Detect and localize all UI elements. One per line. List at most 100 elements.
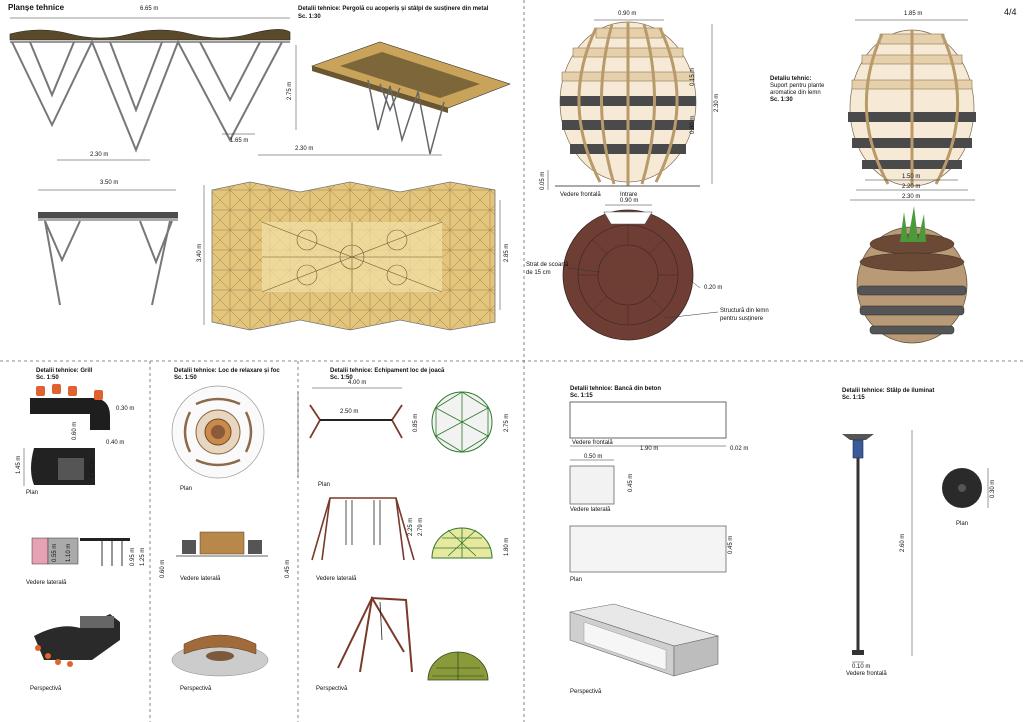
lamp-dim-base: 0.10 m bbox=[852, 664, 871, 670]
firepit-drawings bbox=[171, 385, 299, 677]
planter-dim-015: 0.15 m bbox=[690, 67, 696, 86]
pergola-roof-plan bbox=[203, 154, 501, 331]
play-dim-225: 2.25 m bbox=[408, 517, 414, 536]
bench-plan-label: Plan bbox=[570, 577, 583, 583]
playground-perspective bbox=[337, 595, 413, 673]
lamp-scale: Sc. 1:15 bbox=[842, 395, 865, 401]
pergola-front-elevation bbox=[9, 17, 297, 161]
grill-dim-110: 1.10 m bbox=[66, 543, 72, 562]
planter-dim-base: 0.05 m bbox=[540, 171, 546, 190]
pergola-dim-length: 6.65 m bbox=[140, 6, 159, 12]
bench-dim-050: 0.50 m bbox=[584, 454, 603, 460]
grill-dim-055: 0.55 m bbox=[52, 543, 58, 562]
bench-dim-190: 1.90 m bbox=[640, 446, 659, 452]
planter-bark-label-1: Strat de scoarță bbox=[526, 262, 569, 268]
bench-side-label: Vedere laterală bbox=[570, 507, 611, 513]
pergola-dim-height: 2.75 m bbox=[287, 81, 293, 100]
grill-side-label: Vedere laterală bbox=[26, 580, 67, 586]
grill-plan-label: Plan bbox=[26, 490, 39, 496]
planter-dim-080: 0.80 m bbox=[690, 115, 696, 134]
grill-perspective bbox=[34, 614, 120, 667]
firepit-perspective bbox=[171, 634, 269, 677]
lamp-drawings bbox=[842, 430, 989, 663]
lamp-dim-diam: 0.30 m bbox=[990, 479, 996, 498]
planter-ring-dim: 0.20 m bbox=[704, 285, 723, 291]
planter-entry-label: Intrare bbox=[620, 192, 638, 198]
bench-persp-label: Perspectivă bbox=[570, 689, 602, 695]
lamp-dim-height: 2.60 m bbox=[900, 533, 906, 552]
bench-dim-045: 0.45 m bbox=[628, 473, 634, 492]
fire-scale: Sc. 1:50 bbox=[174, 375, 197, 381]
grill-persp-label: Perspectivă bbox=[30, 686, 62, 692]
pergola-title: Detalii tehnice: Pergolă cu acoperiș și … bbox=[298, 6, 489, 12]
planter-struct-label-2: pentru susținere bbox=[720, 316, 764, 322]
sheet-title: Planșe tehnice bbox=[8, 3, 65, 12]
planter-plan-view bbox=[562, 204, 719, 341]
pergola-scale: Sc. 1:30 bbox=[298, 14, 321, 20]
page-number: 4/4 bbox=[1004, 7, 1017, 17]
planter-title: Detaliu tehnic: bbox=[770, 76, 812, 82]
lamp-title: Detalii tehnice: Stâlp de iluminat bbox=[842, 388, 935, 394]
planter-desc-2: aromatice din lemn bbox=[770, 90, 821, 96]
planter-perspective bbox=[856, 206, 968, 344]
bench-title: Detalii tehnice: Bancă din beton bbox=[570, 386, 662, 392]
grill-drawings bbox=[23, 384, 130, 667]
planter-dim-220: 2.20 m bbox=[902, 184, 921, 190]
play-dim-275: 2.75 m bbox=[504, 413, 510, 432]
planter-desc-1: Suport pentru plante bbox=[770, 83, 825, 89]
play-dim-180: 1.80 m bbox=[504, 537, 510, 556]
planter-front-label: Vedere frontală bbox=[560, 192, 601, 198]
planter-dim-top-right: 1.85 m bbox=[904, 11, 923, 17]
planter-entry-width: 0.90 m bbox=[620, 198, 639, 204]
pergola-dim-front-width: 3.50 m bbox=[100, 180, 119, 186]
planter-struct-label-1: Structură din lemn bbox=[720, 308, 769, 314]
bench-front-label: Vedere frontală bbox=[572, 440, 613, 446]
grill-dim-060: 0.60 m bbox=[72, 421, 78, 440]
play-persp-label: Perspectivă bbox=[316, 686, 348, 692]
play-dim-279: 2.79 m bbox=[418, 517, 424, 536]
planter-dim-230: 2.30 m bbox=[902, 194, 921, 200]
play-dim-400: 4.00 m bbox=[348, 380, 367, 386]
grill-dim-145: 1.45 m bbox=[16, 455, 22, 474]
play-scale: Sc. 1:50 bbox=[330, 375, 353, 381]
pergola-dim-plan-depth-right: 2.85 m bbox=[504, 243, 510, 262]
play-side-label: Vedere laterală bbox=[316, 576, 357, 582]
grill-dim-125: 1.25 m bbox=[140, 547, 146, 566]
grill-dim-030: 0.30 m bbox=[116, 406, 135, 412]
grill-title: Detalii tehnice: Grill bbox=[36, 368, 93, 374]
pergola-dim-plan-width: 2.30 m bbox=[295, 146, 314, 152]
fire-title: Detalii tehnice: Loc de relaxare și foc bbox=[174, 368, 280, 374]
playground-drawings bbox=[309, 387, 493, 681]
play-plan-label: Plan bbox=[318, 482, 331, 488]
fire-dim-045: 0.45 m bbox=[285, 559, 291, 578]
planter-bark-label-2: de 15 cm bbox=[526, 270, 551, 276]
planter-dim-top: 0.90 m bbox=[618, 11, 637, 17]
fire-plan-label: Plan bbox=[180, 486, 193, 492]
pergola-side-elevation bbox=[38, 189, 178, 306]
bench-drawings bbox=[569, 401, 727, 677]
play-dim-085: 0.85 m bbox=[413, 413, 419, 432]
lamp-plan-label: Plan bbox=[956, 521, 969, 527]
bench-dim-045b: 0.45 m bbox=[728, 535, 734, 554]
grill-dim-095: 0.95 m bbox=[130, 547, 136, 566]
grill-dim-090: 0.90 m bbox=[90, 459, 96, 478]
grill-scale: Sc. 1:50 bbox=[36, 375, 59, 381]
planter-dim-total-height: 2.30 m bbox=[714, 93, 720, 112]
grill-dim-040: 0.40 m bbox=[106, 440, 125, 446]
planter-front-elevation bbox=[547, 19, 713, 190]
play-title: Detalii tehnice: Echipament loc de joacă bbox=[330, 368, 445, 374]
bench-dim-002: 0.02 m bbox=[730, 446, 749, 452]
lamp-front-label: Vedere frontală bbox=[846, 671, 887, 677]
fire-persp-label: Perspectivă bbox=[180, 686, 212, 692]
planter-dim-150: 1.50 m bbox=[902, 174, 921, 180]
fire-side-label: Vedere laterală bbox=[180, 576, 221, 582]
planter-elevation-dimensioned bbox=[848, 19, 976, 201]
fire-dim-060: 0.60 m bbox=[160, 559, 166, 578]
play-dim-250: 2.50 m bbox=[340, 409, 359, 415]
bench-perspective bbox=[569, 603, 720, 677]
bench-scale: Sc. 1:15 bbox=[570, 393, 593, 399]
pergola-dim-sub: 1.65 m bbox=[230, 138, 249, 144]
planter-scale: Sc. 1:30 bbox=[770, 97, 793, 103]
